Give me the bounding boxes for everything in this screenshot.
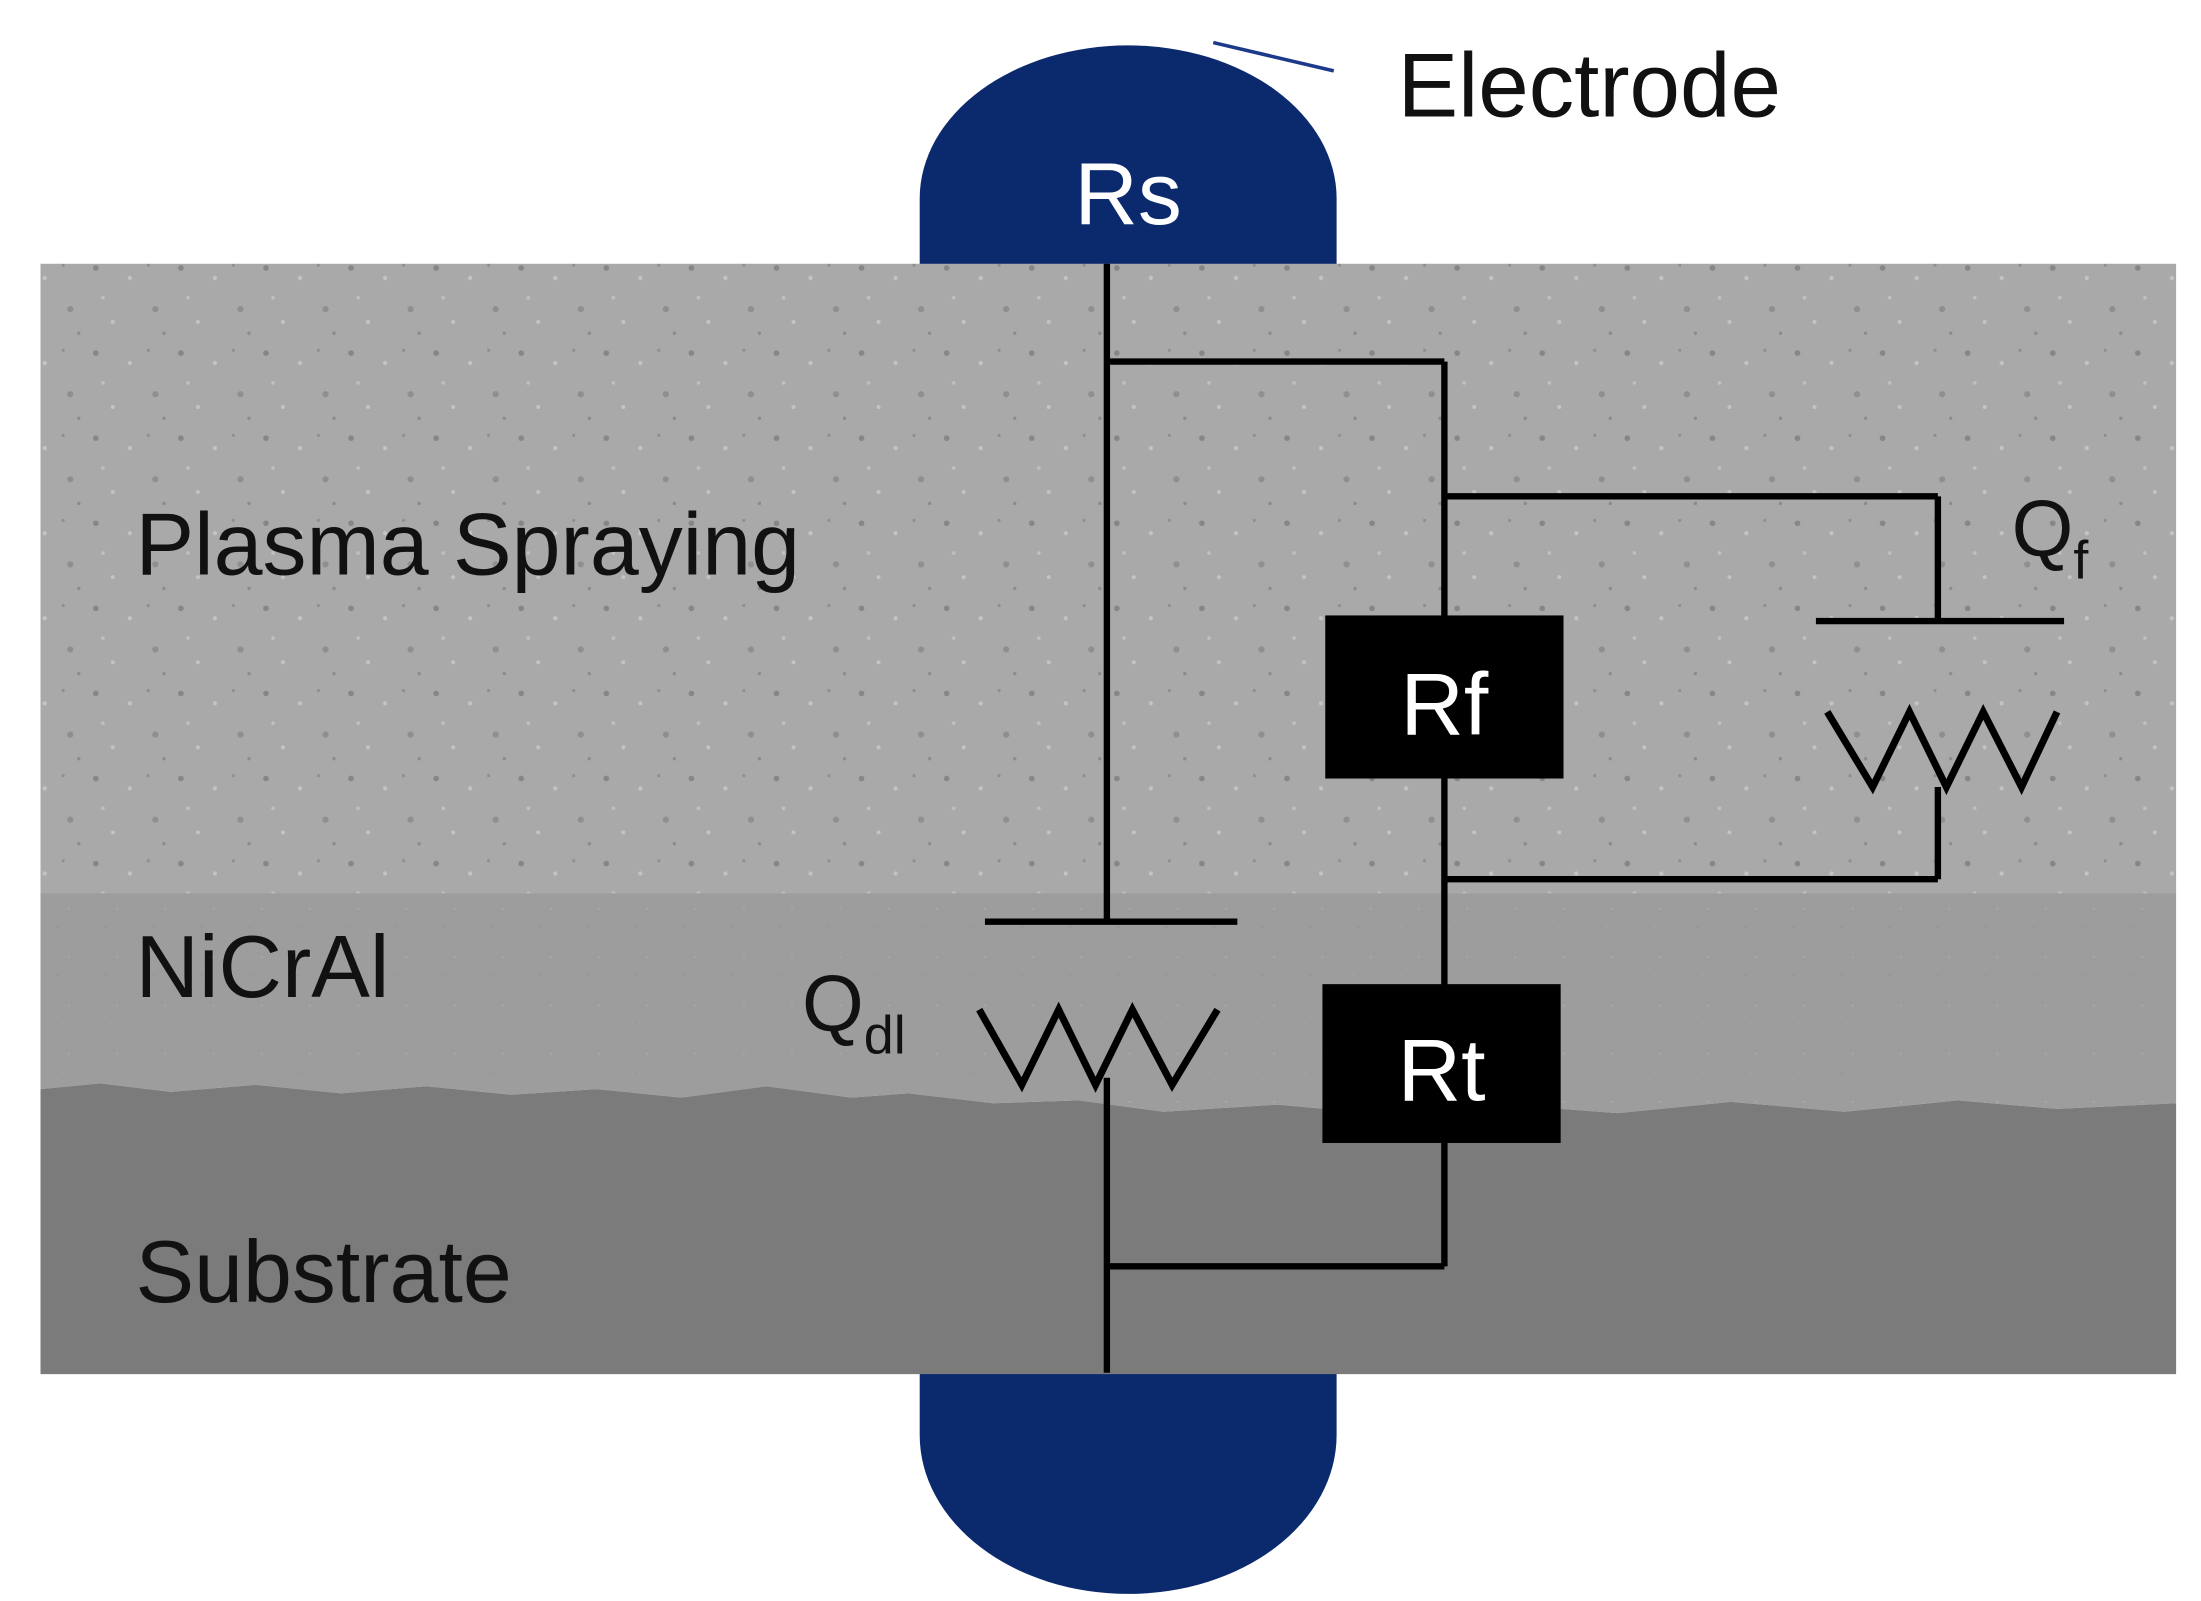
rt-box [1322,984,1561,1143]
rf-box [1325,615,1564,779]
cpe-qf [1815,617,2065,796]
electrode-top [919,45,1337,267]
qdl-label: Qdl [802,959,906,1066]
rt-label: Rt [1398,1020,1486,1119]
qdl-subscript: dl [864,1006,906,1066]
qf-main: Q [2012,484,2074,573]
rs-label: Rs [1074,144,1181,243]
substrate-label: Substrate [136,1222,512,1321]
nicral-layer-texture [40,893,2177,1115]
cpe-qdl [976,918,1238,1093]
electrode-label: Electrode [1398,35,1781,136]
electrode-bottom [919,1372,1337,1594]
qf-subscript: f [2073,531,2089,591]
qdl-main: Q [802,959,864,1048]
plasma-spraying-label: Plasma Spraying [136,494,801,593]
electrode-pointer-line [1212,40,1335,73]
qf-label: Qf [2012,484,2090,591]
nicral-label: NiCrAl [136,917,390,1016]
rf-label: Rf [1400,655,1488,754]
